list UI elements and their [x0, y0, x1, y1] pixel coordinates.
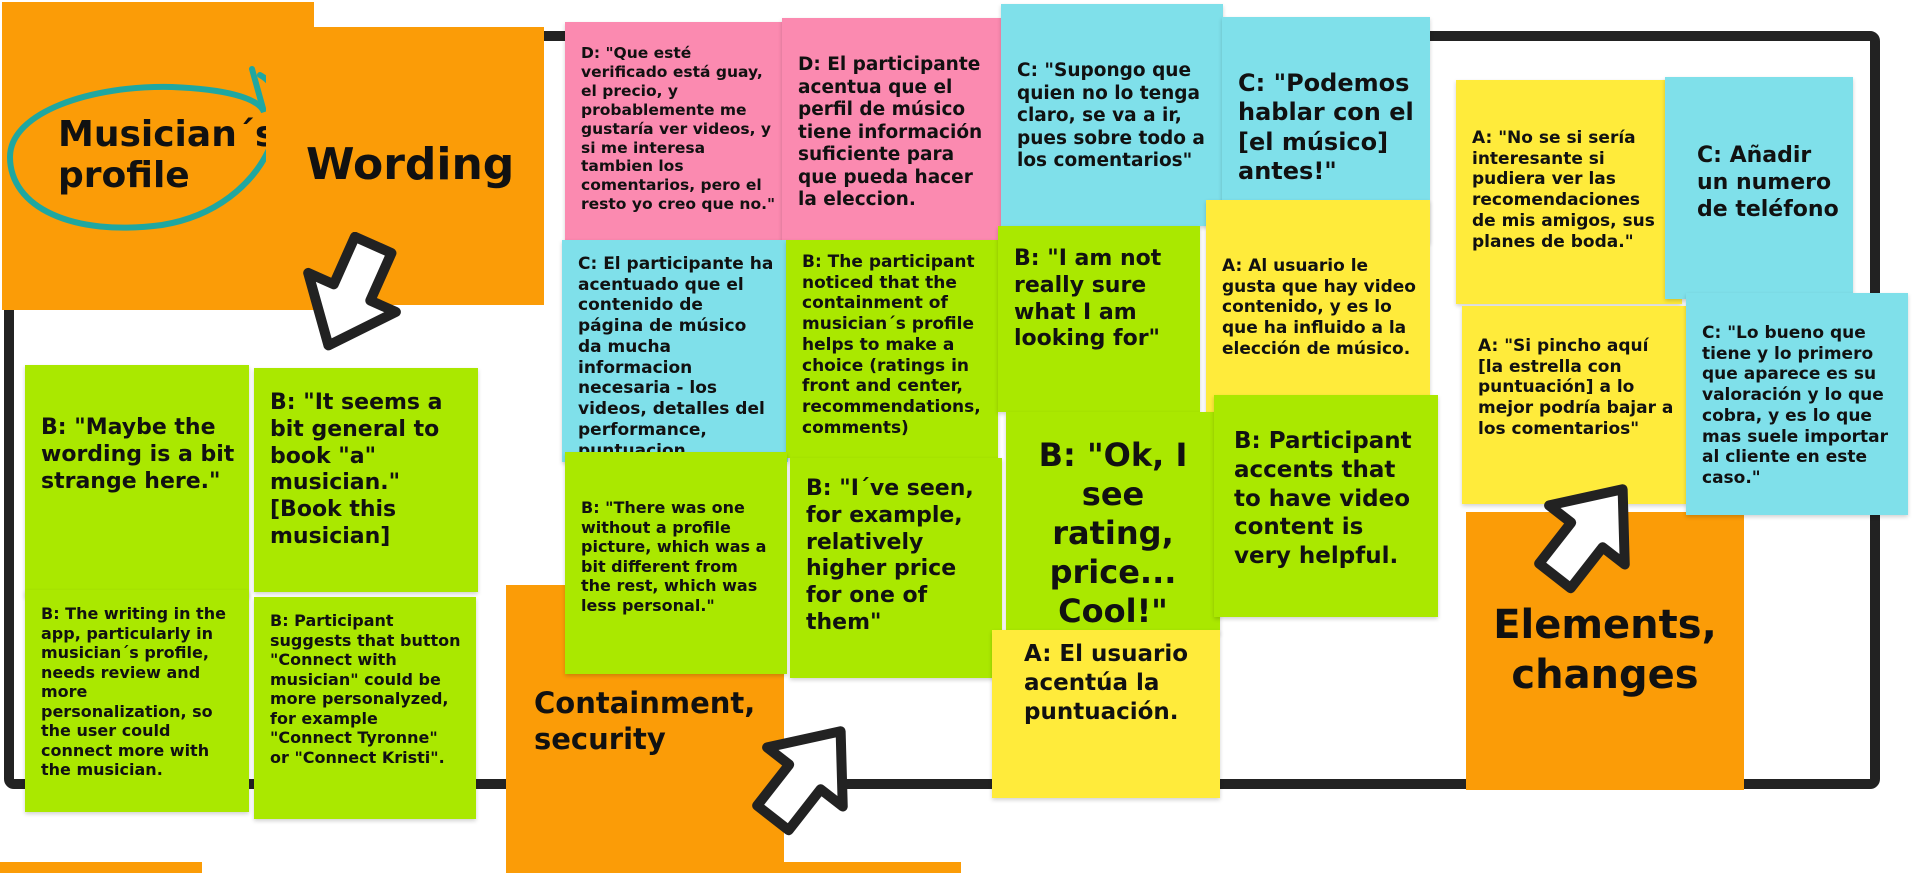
sticky-note-text: C: "Supongo que quien no lo tenga claro,…	[1017, 60, 1205, 172]
sticky-note[interactable]: A: Al usuario le gusta que hay video con…	[1206, 200, 1430, 422]
sticky-note[interactable]: C: El participante ha acentuado que el c…	[562, 240, 788, 462]
sticky-note[interactable]: B: "There was one without a profile pict…	[565, 452, 787, 674]
sticky-note[interactable]: C: Añadir un numero de teléfono	[1665, 77, 1853, 299]
sticky-note-text: C: El participante ha acentuado que el c…	[578, 254, 774, 461]
header-wording[interactable]: Wording	[266, 27, 544, 305]
wording-title: Wording	[306, 139, 515, 190]
sticky-note[interactable]: B: The writing in the app, particularly …	[25, 590, 249, 812]
header-musician-profile[interactable]: Musician´s profile	[2, 2, 314, 310]
sticky-note[interactable]: C: "Lo bueno que tiene y lo primero que …	[1686, 293, 1908, 515]
sticky-note-text: B: Participant accents that to have vide…	[1234, 428, 1412, 569]
arrow-up-icon	[1534, 484, 1630, 594]
sticky-note-text: B: "I am not really sure what I am looki…	[1014, 246, 1162, 352]
sticky-note[interactable]: B: "Maybe the wording is a bit strange h…	[25, 365, 249, 597]
sticky-note[interactable]: B: Participant accents that to have vide…	[1214, 395, 1438, 617]
sticky-note-text: A: El usuario acentúa la puntuación.	[1024, 641, 1189, 725]
sticky-note[interactable]: A: "No se si sería interesante si pudier…	[1456, 80, 1682, 304]
sticky-note-text: A: "No se si sería interesante si pudier…	[1472, 128, 1655, 252]
sticky-note[interactable]: B: "It seems a bit general to book "a" m…	[254, 368, 478, 592]
sticky-note[interactable]: A: "Si pincho aquí [la estrella con punt…	[1462, 306, 1688, 504]
sticky-note[interactable]: D: "Que esté verificado está guay, el pr…	[565, 22, 790, 244]
elements-title: Elements, changes	[1493, 602, 1717, 698]
sticky-note-text: B: Participant suggests that button "Con…	[270, 611, 461, 767]
sticky-note[interactable]: B: "I am not really sure what I am looki…	[998, 226, 1200, 412]
circle-annotation-icon	[6, 66, 282, 231]
sticky-note-text: C: Añadir un numero de teléfono	[1697, 143, 1839, 222]
sticky-note-text: C: "Podemos hablar con el [el músico] an…	[1238, 69, 1414, 185]
sticky-note-text: D: "Que esté verificado está guay, el pr…	[581, 44, 776, 214]
sticky-note-text: B: "There was one without a profile pict…	[581, 498, 767, 615]
partial-note-bottom-center[interactable]	[709, 862, 961, 873]
arrow-up-icon	[752, 726, 848, 836]
sticky-note[interactable]: C: "Supongo que quien no lo tenga claro,…	[1001, 4, 1223, 226]
sticky-note-text: A: Al usuario le gusta que hay video con…	[1222, 256, 1416, 359]
arrow-down-icon	[303, 232, 401, 351]
sticky-note-text: B: The writing in the app, particularly …	[41, 604, 226, 780]
musician-profile-title: Musician´s profile	[58, 114, 277, 197]
sticky-note-text: A: "Si pincho aquí [la estrella con punt…	[1478, 336, 1674, 439]
containment-title: Containment, security	[534, 686, 756, 757]
sticky-note-text: B: "Ok, I see rating, price... Cool!"	[1038, 436, 1188, 631]
sticky-note-text: B: The participant noticed that the cont…	[802, 252, 981, 438]
sticky-note[interactable]: D: El participante acentua que el perfil…	[782, 18, 1004, 244]
sticky-note[interactable]: B: "Ok, I see rating, price... Cool!"	[1006, 412, 1220, 634]
sticky-note[interactable]: B: Participant suggests that button "Con…	[254, 597, 476, 819]
sticky-note-text: D: El participante acentua que el perfil…	[798, 54, 983, 211]
header-elements[interactable]: Elements, changes	[1466, 512, 1744, 790]
sticky-note[interactable]: B: "I´ve seen, for example, relatively h…	[790, 458, 1002, 678]
sticky-note-text: B: "It seems a bit general to book "a" m…	[270, 390, 443, 550]
sticky-note-text: C: "Lo bueno que tiene y lo primero que …	[1702, 323, 1889, 489]
partial-note-bottom-left[interactable]	[0, 862, 202, 873]
sticky-note-text: B: "I´ve seen, for example, relatively h…	[806, 476, 974, 636]
sticky-note[interactable]: B: The participant noticed that the cont…	[786, 240, 998, 458]
sticky-note[interactable]: A: El usuario acentúa la puntuación.	[992, 630, 1220, 798]
sticky-note-text: B: "Maybe the wording is a bit strange h…	[41, 415, 235, 494]
